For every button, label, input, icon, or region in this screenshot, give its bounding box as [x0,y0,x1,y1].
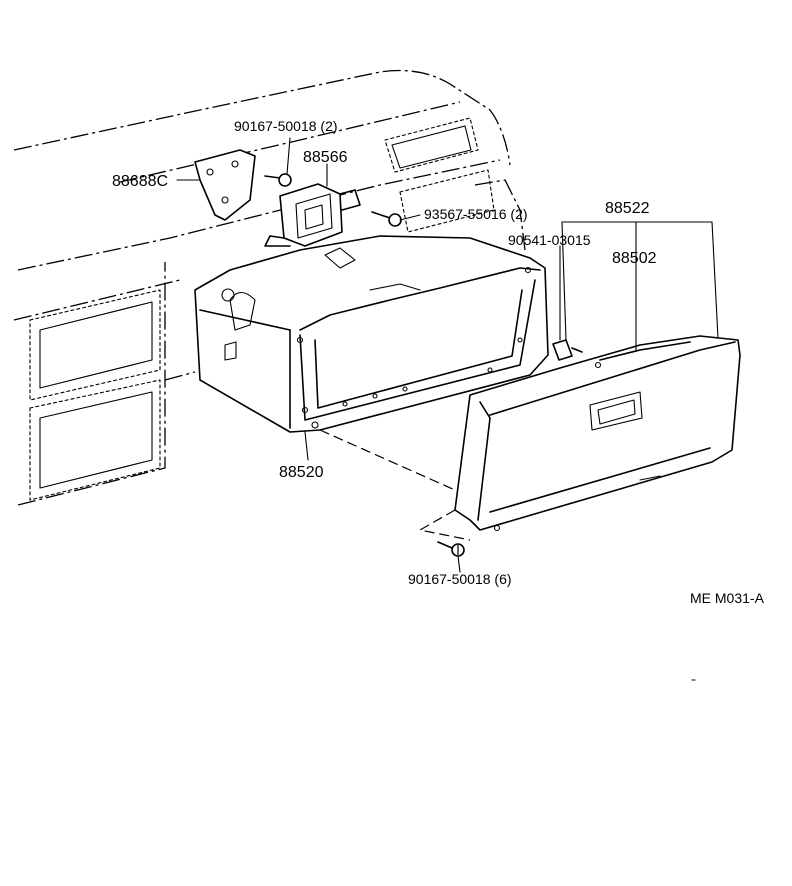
label-box: 88520 [279,464,324,481]
label-bracket: 88688C [112,173,168,190]
label-bulb: 90541-03015 [508,232,591,248]
screw-93567-55016 [371,211,402,227]
label-lock: 88566 [303,149,348,166]
lock-assembly-88566 [264,183,361,247]
label-door: 88502 [612,250,657,267]
label-bolt-bottom: 90167-50018 (6) [408,571,512,587]
part-labels: 90167-50018 (2) 88566 88688C 93567-55016… [112,118,765,606]
bolt-top-90167-50018 [264,173,292,187]
dashboard-vent-panels [29,117,495,501]
glove-box-housing [194,235,549,433]
label-door-assy: 88522 [605,200,650,217]
label-bolt-top: 90167-50018 (2) [234,118,338,134]
bolt-bottom-90167-50018 [437,541,465,557]
glove-box-door-88502 [454,335,741,532]
bracket-88688c [194,149,256,221]
assembly-guide-lines [319,429,471,560]
label-screw-right: 93567-55016 (2) [424,206,528,222]
bulb-90541-03015 [552,339,583,361]
leader-lines [176,137,719,573]
figure-code: ME M031-A [690,590,765,606]
